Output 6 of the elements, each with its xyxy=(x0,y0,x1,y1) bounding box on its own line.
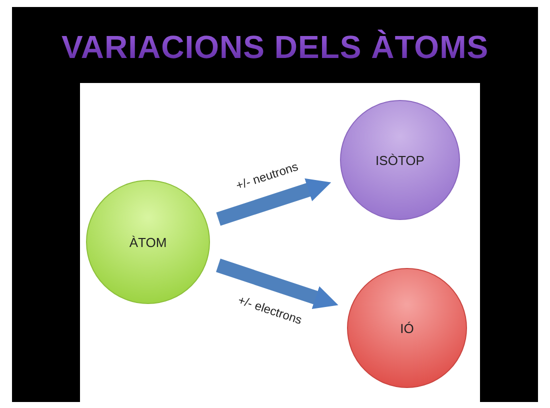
edge-label: +/- neutrons xyxy=(234,159,300,193)
node-label: ISÒTOP xyxy=(376,152,424,168)
block-arrow xyxy=(216,258,338,309)
node-label: ÀTOM xyxy=(129,234,167,250)
block-arrow xyxy=(216,178,332,226)
node-label: IÓ xyxy=(400,320,414,336)
